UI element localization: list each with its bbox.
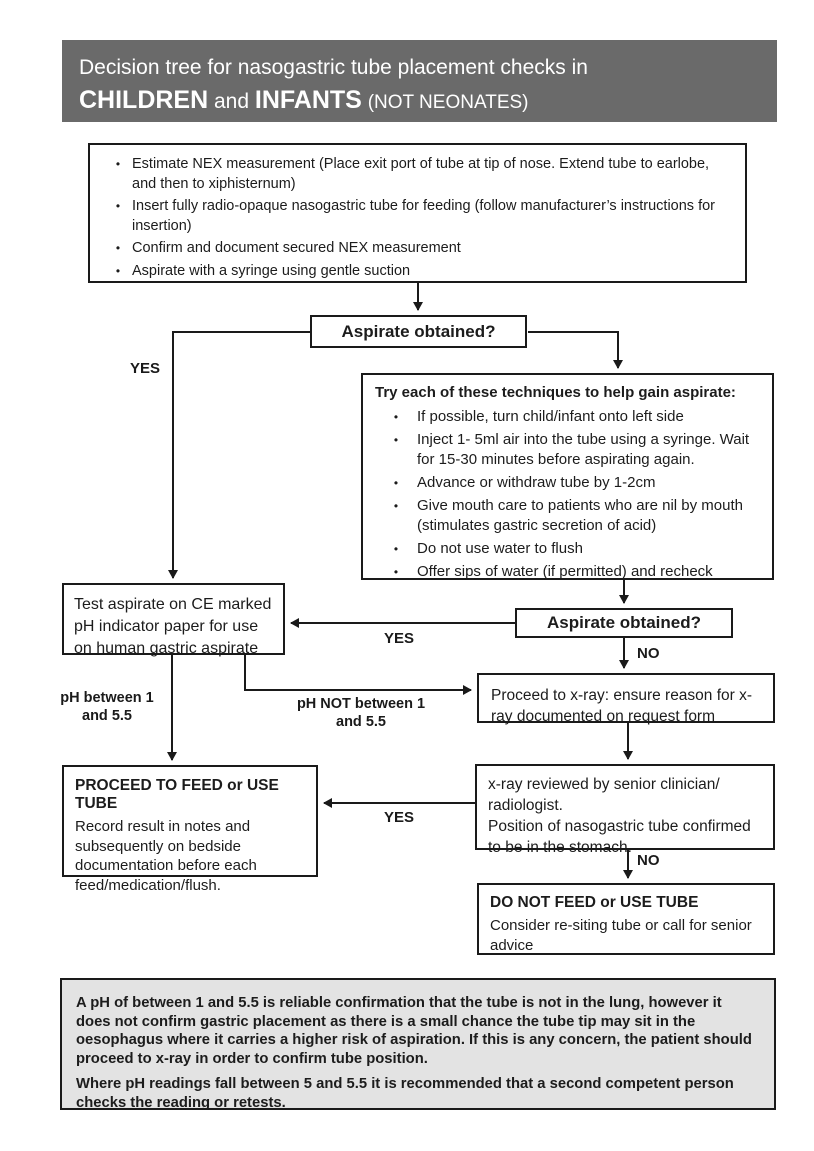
technique-step: Offer sips of water (if permitted) and r…	[417, 563, 713, 580]
label-ph-in-range: pH between 1 and 5.5	[60, 690, 154, 724]
footnote-para1: A pH of between 1 and 5.5 is reliable co…	[76, 995, 752, 1067]
list-item: • Give mouth care to patients who are ni…	[375, 496, 762, 536]
label-yes-1: YES	[130, 360, 161, 377]
page-title-and: and	[208, 90, 255, 113]
do-not-feed-box: DO NOT FEED or USE TUBE Consider re-siti…	[477, 883, 775, 955]
do-not-feed-title: DO NOT FEED or USE TUBE	[490, 894, 699, 911]
label-ph-out-range: pH NOT between 1 and 5.5	[296, 696, 426, 730]
preparation-step: Aspirate with a syringe using gentle suc…	[132, 262, 411, 279]
bullet-icon: •	[393, 476, 399, 490]
label-no-1: NO	[637, 645, 660, 662]
list-item: • Insert fully radio-opaque nasogastric …	[104, 197, 733, 236]
arrow-ph-out-range-to-xray	[244, 655, 472, 695]
bullet-icon: •	[115, 199, 121, 213]
arrow-q1-no-to-techniques	[528, 331, 623, 369]
xray-review-line1: x-ray reviewed by senior clinician/ radi…	[488, 776, 720, 814]
arrow-q1-yes-to-test	[168, 331, 310, 579]
techniques-title: Try each of these techniques to help gai…	[375, 384, 736, 401]
page-title-infants: INFANTS	[254, 86, 362, 114]
list-item: • Advance or withdraw tube by 1-2cm	[375, 473, 762, 493]
bullet-icon: •	[393, 542, 399, 556]
bullet-icon: •	[115, 263, 121, 278]
technique-step: If possible, turn child/infant onto left…	[417, 408, 684, 425]
list-item: • Offer sips of water (if permitted) and…	[375, 562, 762, 582]
list-item: • Confirm and document secured NEX measu…	[104, 239, 733, 259]
label-yes-3: YES	[384, 809, 415, 826]
bullet-icon: •	[393, 565, 399, 579]
page-title: Decision tree for nasogastric tube place…	[62, 40, 777, 122]
techniques-box: Try each of these techniques to help gai…	[361, 373, 774, 580]
list-item: • Estimate NEX measurement (Place exit p…	[104, 155, 733, 194]
do-not-feed-text: Consider re-siting tube or call for seni…	[490, 917, 752, 954]
page-title-not-neonates: (NOT NEONATES)	[367, 92, 529, 113]
xray-review-line2: Position of nasogastric tube confirmed t…	[488, 818, 751, 856]
proceed-feed-box: PROCEED TO FEED or USE TUBE Record resul…	[62, 765, 318, 894]
bullet-icon: •	[115, 157, 121, 171]
bullet-icon: •	[393, 499, 399, 513]
proceed-feed-title: PROCEED TO FEED or USE TUBE	[75, 777, 279, 812]
proceed-feed-text: Record result in notes and subsequently …	[75, 818, 257, 894]
test-aspirate-box: Test aspirate on CE marked pH indicator …	[62, 583, 285, 657]
xray-review-box: x-ray reviewed by senior clinician/ radi…	[475, 764, 775, 856]
technique-step: Inject 1- 5ml air into the tube using a …	[417, 431, 750, 468]
label-no-2: NO	[637, 852, 660, 869]
technique-step: Give mouth care to patients who are nil …	[417, 497, 744, 534]
label-yes-2: YES	[384, 630, 415, 647]
list-item: • Do not use water to flush	[375, 539, 762, 559]
footnote-para2: Where pH readings fall between 5 and 5.5…	[76, 1076, 734, 1111]
bullet-icon: •	[393, 410, 399, 424]
bullet-icon: •	[393, 433, 399, 447]
footnote-box: A pH of between 1 and 5.5 is reliable co…	[60, 978, 776, 1111]
preparation-step: Estimate NEX measurement (Place exit por…	[132, 156, 710, 192]
preparation-step: Insert fully radio-opaque nasogastric tu…	[132, 198, 715, 234]
proceed-xray-box: Proceed to x-ray: ensure reason for x-ra…	[477, 673, 775, 725]
technique-step: Advance or withdraw tube by 1-2cm	[417, 474, 656, 491]
decision-aspirate-obtained-2: Aspirate obtained?	[515, 608, 733, 638]
preparation-step: Confirm and document secured NEX measure…	[132, 240, 461, 256]
list-item: • If possible, turn child/infant onto le…	[375, 407, 762, 427]
list-item: • Inject 1- 5ml air into the tube using …	[375, 430, 762, 470]
page-title-line1: Decision tree for nasogastric tube place…	[79, 56, 588, 79]
technique-step: Do not use water to flush	[417, 540, 583, 557]
preparation-box: • Estimate NEX measurement (Place exit p…	[88, 143, 747, 283]
page-title-children: CHILDREN	[79, 86, 209, 114]
bullet-icon: •	[115, 241, 121, 255]
decision-aspirate-obtained-1: Aspirate obtained?	[310, 315, 527, 348]
list-item: • Aspirate with a syringe using gentle s…	[104, 262, 733, 282]
